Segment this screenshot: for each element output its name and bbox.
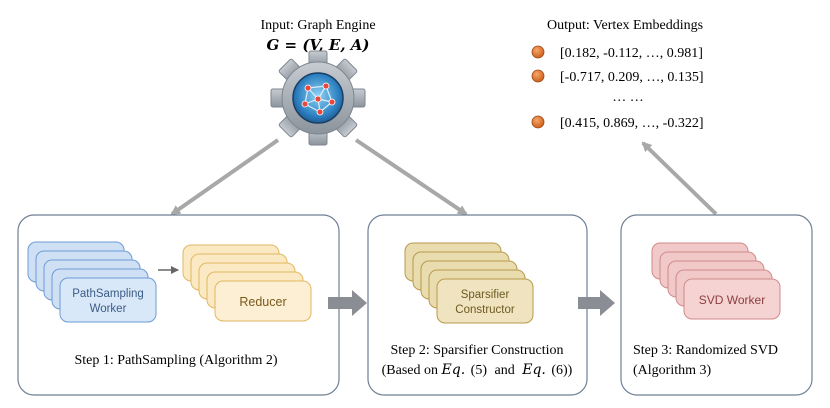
reducer-stack: Reducer [182, 244, 312, 322]
embedding-vector: [0.415, 0.869, …, -0.322] [560, 116, 704, 131]
embedding-vector: [-0.717, 0.209, …, 0.135] [560, 70, 704, 85]
svd-worker-card [683, 278, 781, 320]
input-formula: G = (V, E, A) [267, 36, 370, 54]
step1-caption: Step 1: PathSampling (Algorithm 2) [75, 353, 278, 368]
embedding-dot [531, 69, 545, 83]
output-title: Output: Vertex Embeddings [547, 18, 703, 33]
block-arrow-step2-to-step3 [578, 290, 615, 316]
step2-caption-line1: Step 2: Sparsifier Construction [390, 343, 563, 358]
reducer-card [214, 280, 312, 322]
output-row-3: [0.415, 0.869, …, -0.322] [531, 115, 704, 131]
pathsampling-worker-card [59, 277, 157, 323]
pathsampling-worker-stack: PathSampling Worker [27, 241, 157, 323]
pathsampling-worker-label-1: PathSampling [72, 288, 144, 300]
reducer-label: Reducer [239, 295, 286, 309]
gear-icon [270, 50, 366, 146]
input-title: Input: Graph Engine [260, 18, 375, 33]
eq-label: Eq. [441, 362, 466, 378]
sparsifier-constructor-stack: Sparsifier Constructor [404, 242, 534, 324]
step2-caption-line2: (Based on Eq. (5) and Eq. (6)) [382, 362, 573, 378]
pathsampling-worker-label-2: Worker [90, 303, 127, 315]
embedding-vector: [0.182, -0.112, …, 0.981] [560, 46, 703, 61]
sparsifier-label-2: Constructor [455, 304, 515, 316]
eq-label: Eq. [521, 362, 546, 378]
arrow-gear-to-step2 [354, 138, 468, 216]
block-arrow-step1-to-step2 [328, 290, 367, 316]
sparsifier-label-1: Sparsifier [461, 289, 510, 301]
step3-caption-line1: Step 3: Randomized SVD [633, 343, 778, 358]
embedding-dot [531, 45, 545, 59]
svd-worker-label: SVD Worker [699, 293, 765, 307]
sparsifier-constructor-card [436, 278, 534, 324]
step3-caption-line2: (Algorithm 3) [633, 363, 711, 378]
arrow-gear-to-step1 [170, 138, 280, 216]
embedding-dot [531, 115, 545, 129]
svd-worker-stack: SVD Worker [651, 242, 781, 320]
output-ellipsis: … … [612, 90, 644, 105]
arrow-step3-to-output [641, 141, 718, 216]
output-row-1: [0.182, -0.112, …, 0.981] [531, 45, 703, 61]
output-row-2: [-0.717, 0.209, …, 0.135] [531, 69, 704, 85]
